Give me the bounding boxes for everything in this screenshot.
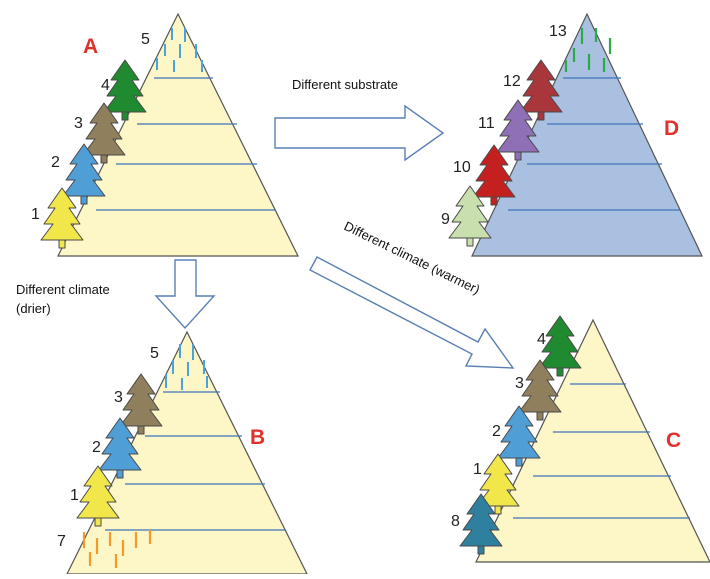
- tree-olive-a: [82, 102, 126, 164]
- tree-blue-b: [98, 417, 142, 479]
- arrow-label-drier-2: (drier): [16, 301, 51, 316]
- tree-yellow-c: [476, 453, 520, 515]
- tree-label-d-9: 9: [441, 211, 450, 228]
- alpine-marks-d: [564, 28, 612, 72]
- tree-label-d-13: 13: [549, 23, 567, 40]
- arrow-climate-drier: Different climate (drier): [16, 259, 216, 330]
- arrow-label-substrate: Different substrate: [292, 77, 398, 92]
- tree-green-a: [103, 59, 147, 121]
- tree-label-c-4: 4: [537, 331, 546, 348]
- tree-purple-d: [496, 99, 540, 161]
- elevation-bands-a: [96, 77, 276, 211]
- alpine-marks-b-orange: [82, 530, 152, 568]
- tree-label-a-3: 3: [74, 115, 83, 132]
- tree-label-d-11: 11: [478, 115, 495, 132]
- panel-b: B 5 3 2 1 7: [57, 330, 308, 575]
- elevation-bands-d: [508, 77, 680, 211]
- alpine-marks-a: [156, 28, 203, 72]
- tree-brown-d: [519, 59, 563, 121]
- elevation-bands-c: [513, 383, 690, 519]
- tree-label-a-5: 5: [141, 31, 150, 48]
- tree-label-c-1: 1: [473, 461, 482, 478]
- panel-letter-a: A: [83, 35, 98, 58]
- panel-letter-d: D: [664, 117, 679, 140]
- elevation-bands-b: [105, 391, 285, 531]
- tree-label-c-8: 8: [451, 513, 460, 530]
- tree-pale-d: [448, 185, 492, 247]
- tree-label-d-10: 10: [453, 159, 471, 176]
- panel-a: A 5 4 3 2 1: [31, 12, 299, 257]
- tree-yellow-b: [76, 465, 120, 527]
- tree-label-a-2: 2: [51, 154, 60, 171]
- panel-d: D 13 12 11 10 9: [441, 12, 703, 257]
- tree-label-b-7: 7: [57, 533, 66, 550]
- tree-label-c-3: 3: [515, 375, 524, 392]
- tree-blue-a: [62, 143, 106, 205]
- tree-label-b-3: 3: [114, 389, 123, 406]
- tree-teal-c: [459, 493, 503, 555]
- tree-label-a-4: 4: [101, 77, 110, 94]
- arrow-substrate: Different substrate: [274, 77, 445, 162]
- tree-label-b-5: 5: [150, 345, 159, 362]
- alpine-marks-b: [165, 344, 208, 390]
- tree-green-c: [538, 315, 582, 377]
- tree-red-d: [472, 144, 516, 206]
- tree-label-a-1: 1: [31, 206, 40, 223]
- tree-olive-b: [119, 373, 163, 435]
- tree-label-b-2: 2: [92, 439, 101, 456]
- panel-letter-b: B: [250, 426, 265, 449]
- tree-olive-c: [518, 359, 562, 421]
- tree-label-d-12: 12: [503, 73, 521, 90]
- arrow-label-drier-1: Different climate: [16, 282, 110, 297]
- tree-label-b-1: 1: [70, 487, 79, 504]
- tree-yellow-a: [40, 187, 84, 249]
- tree-label-c-2: 2: [492, 423, 501, 440]
- tree-blue-c: [497, 405, 541, 467]
- panel-c: C 4 3 2 1 8: [451, 315, 710, 563]
- panel-letter-c: C: [666, 429, 681, 452]
